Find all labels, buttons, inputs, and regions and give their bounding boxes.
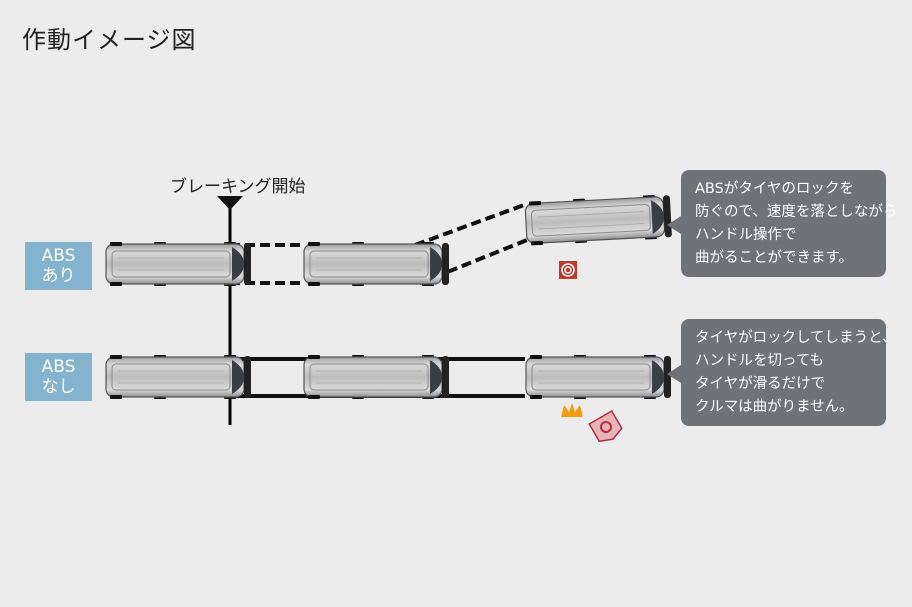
- note-abs-off: タイヤがロックしてしまうと、 ハンドルを切っても タイヤが滑るだけで クルマは曲…: [667, 319, 897, 426]
- note-line: ハンドル操作で: [695, 227, 797, 243]
- car-abs-off-3: [525, 354, 672, 400]
- brake-start-label: ブレーキング開始: [170, 177, 306, 197]
- note-abs-on: ABSがタイヤのロックを 防ぐので、速度を落としながら ハンドル操作で 曲がるこ…: [667, 170, 898, 277]
- row-label-line: なし: [41, 377, 76, 397]
- row-label-line: ABS: [41, 246, 76, 266]
- note-line: ハンドルを切っても: [695, 353, 825, 369]
- car-abs-on-1: [105, 241, 252, 287]
- page-title: 作動イメージ図: [22, 26, 197, 54]
- note-line: タイヤが滑るだけで: [695, 376, 826, 392]
- car-abs-on-2: [303, 241, 450, 287]
- row-label-abs-on: ABS あり: [25, 242, 92, 290]
- note-line: 防ぐので、速度を落としながら: [695, 204, 898, 220]
- car-abs-off-1: [105, 354, 252, 400]
- abs-warning-icon: [559, 261, 577, 279]
- skid-icon: [561, 403, 583, 417]
- row-label-line: あり: [41, 266, 76, 286]
- car-abs-on-3: [524, 193, 673, 247]
- brake-start-marker: [217, 196, 243, 210]
- car-abs-off-2: [303, 354, 450, 400]
- row-label-abs-off: ABS なし: [25, 353, 92, 401]
- row-label-line: ABS: [41, 357, 76, 377]
- note-line: ABSがタイヤのロックを: [695, 181, 854, 197]
- note-line: クルマは曲がりません。: [695, 399, 854, 415]
- note-line: タイヤがロックしてしまうと、: [695, 330, 897, 346]
- locked-tire-icon: [588, 409, 623, 443]
- note-line: 曲がることができます。: [695, 250, 854, 266]
